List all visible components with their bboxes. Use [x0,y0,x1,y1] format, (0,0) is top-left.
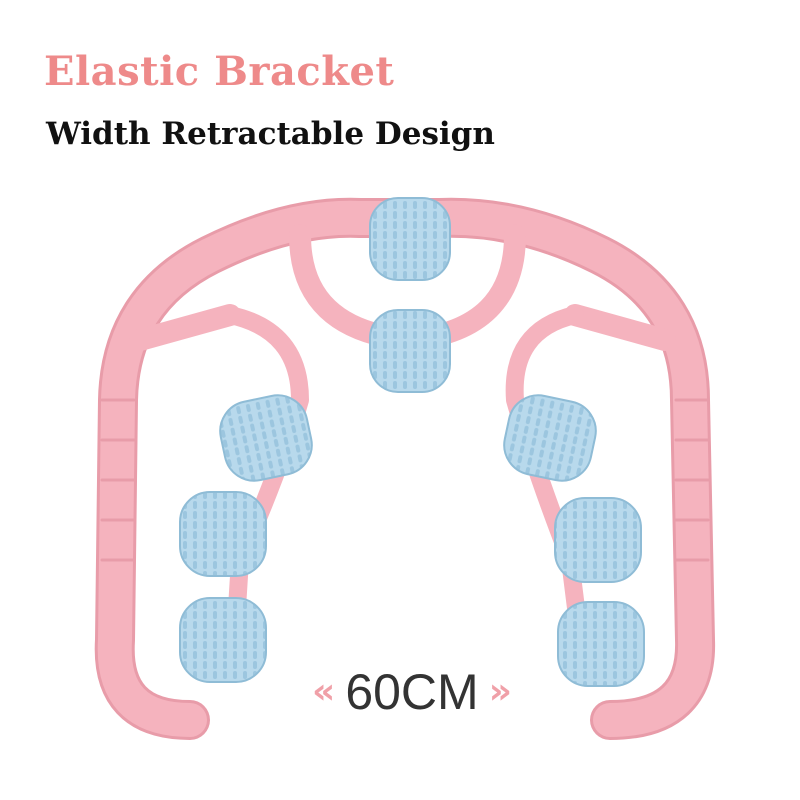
width-measurement: « 60CM » [272,662,552,722]
subheadline: Width Retractable Design [46,116,495,152]
double-chevron-right-icon: » [488,671,512,712]
headline: Elastic Bracket [44,48,395,95]
roller-left-2 [179,491,267,577]
roller-center [369,309,451,393]
roller-top [369,197,451,281]
width-label: 60CM [345,664,479,720]
double-chevron-left-icon: « [312,671,336,712]
rollers [179,197,645,687]
roller-right-1 [503,394,597,482]
roller-right-2 [554,497,642,583]
roller-right-3 [557,601,645,687]
roller-left-1 [219,394,313,482]
roller-left-3 [179,597,267,683]
